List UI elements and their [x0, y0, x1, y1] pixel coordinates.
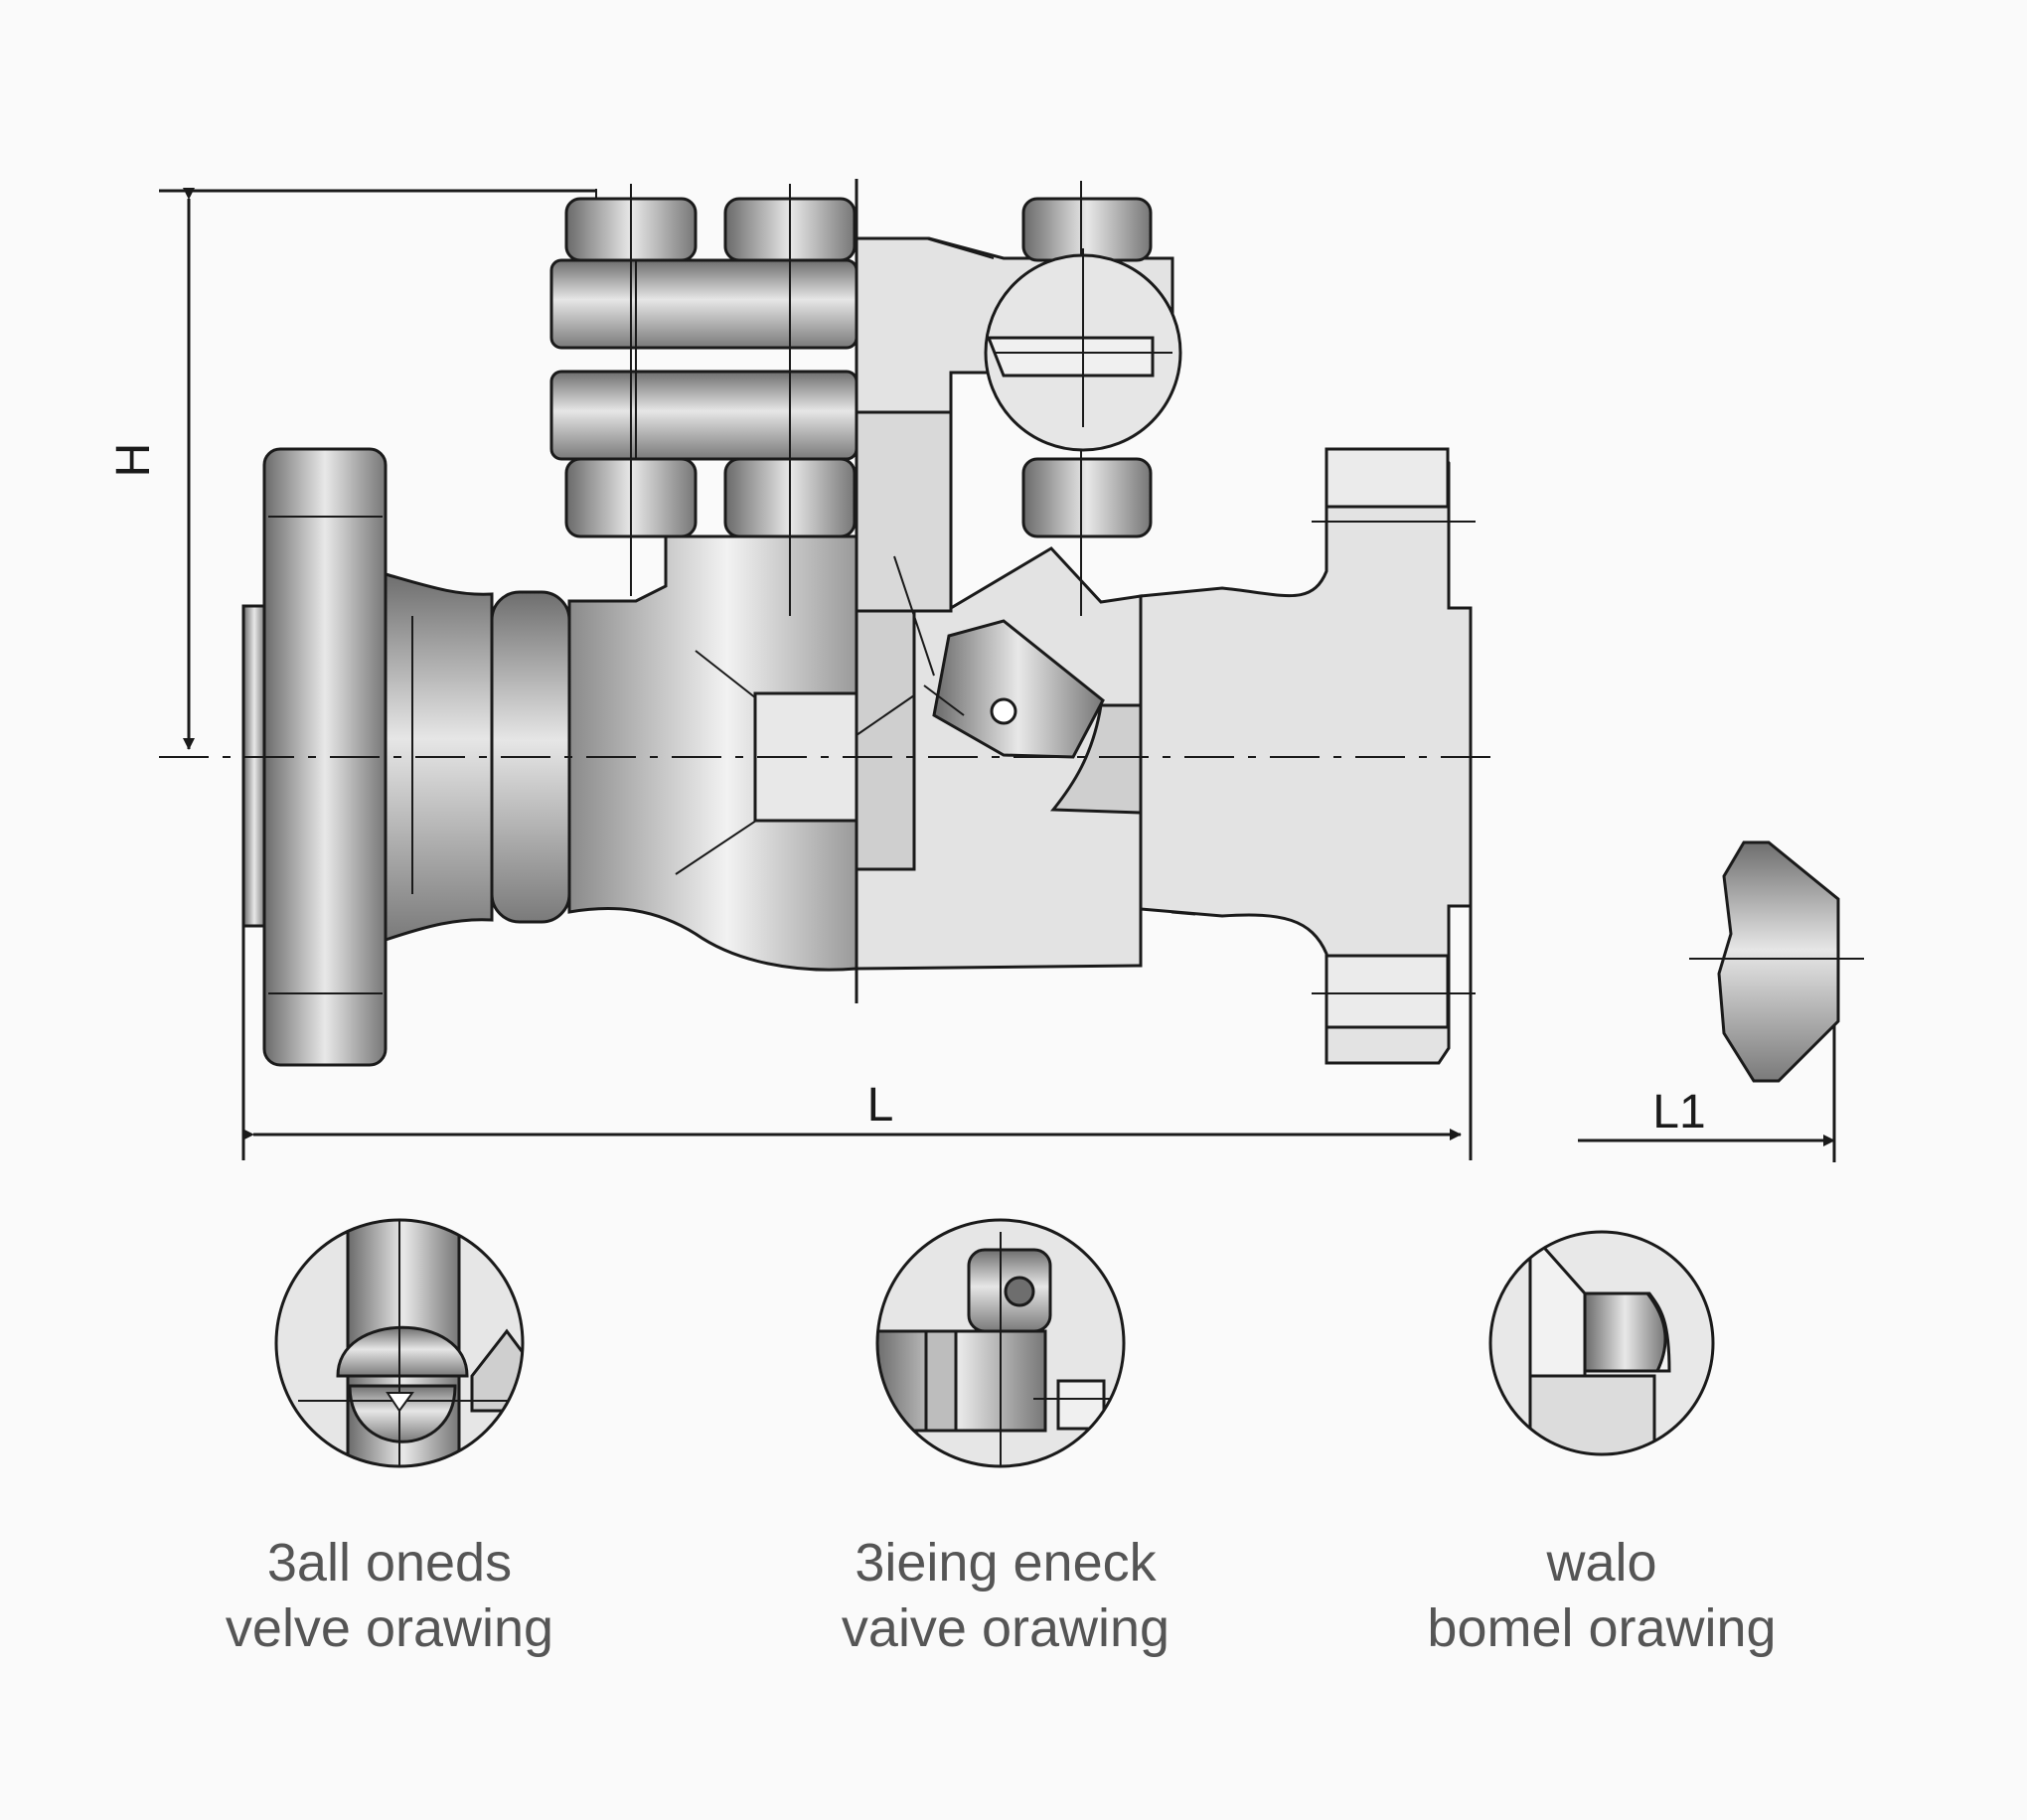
valve-main-assembly [159, 179, 1500, 1067]
detail-ball-ends [274, 1218, 525, 1468]
end-profile-l1 [1689, 840, 1864, 1083]
detail-caption-2: 3ieing eneck vaive orawing [747, 1530, 1264, 1661]
centerline [159, 179, 1500, 1003]
detail-caption-3: walo bomel orawing [1343, 1530, 1860, 1661]
detail-caption-1-line2: velve orawing [225, 1598, 554, 1658]
detail-caption-3-line2: bomel orawing [1427, 1598, 1777, 1658]
hinge-detail-circle [984, 248, 1182, 452]
detail-caption-2-line1: 3ieing eneck [855, 1533, 1157, 1592]
length-dimension-label: L [867, 1079, 894, 1132]
valve-body [567, 534, 858, 972]
swing-disc [923, 619, 1105, 759]
bonnet-flanges [549, 258, 858, 467]
detail-caption-1-line1: 3all oneds [266, 1533, 513, 1592]
detail-caption-1: 3all oneds velve orawing [131, 1530, 648, 1661]
length1-dimension-label: L1 [1652, 1086, 1705, 1138]
detail-weld-bonnet [1488, 1230, 1715, 1456]
detail-caption-2-line2: vaive orawing [841, 1598, 1170, 1658]
detail-swing-check [875, 1218, 1126, 1468]
height-dimension-label: H [107, 443, 160, 478]
left-neck [384, 572, 571, 943]
dimension-lines [159, 188, 1836, 1162]
detail-caption-3-line1: walo [1546, 1533, 1657, 1592]
bonnet-bolts-left [564, 184, 857, 616]
